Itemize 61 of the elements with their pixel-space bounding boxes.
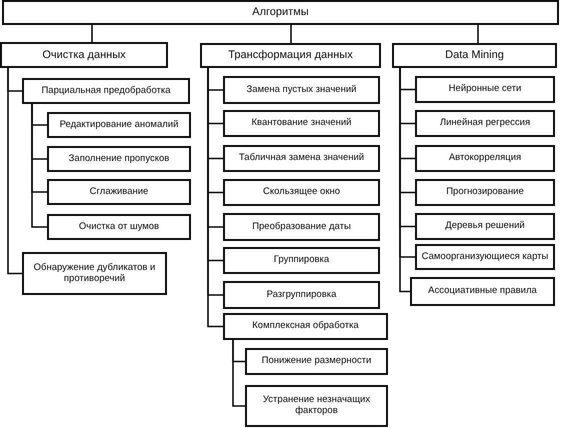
node-label: Группировка [274, 255, 330, 266]
process-box [223, 179, 380, 206]
process-box [223, 313, 388, 340]
node-label: Трансформация данных [228, 49, 353, 62]
process-box [22, 78, 190, 104]
process-box [415, 179, 555, 206]
node-label: Комплексная обработка [252, 321, 359, 332]
process-box [0, 42, 168, 68]
node-label: Понижение размерности [262, 356, 372, 367]
process-box [415, 213, 555, 240]
connector-line [7, 68, 22, 274]
node-label: Data Mining [445, 49, 504, 62]
process-box [47, 214, 191, 240]
node-label: Квантование значений [251, 118, 352, 129]
node-label: Алгоритмы [252, 6, 309, 19]
node-label: Парциальная предобработка [41, 86, 171, 96]
node-label: Самоорганизующиеся карты [422, 252, 548, 262]
node-label: Заполнение пропусков [68, 154, 170, 164]
connector-line [91, 25, 93, 42]
node-label: Очистка данных [42, 48, 126, 62]
connector-line [477, 25, 479, 43]
process-box [223, 76, 380, 104]
process-box [223, 247, 380, 274]
process-box [47, 146, 191, 172]
process-box [245, 385, 388, 427]
process-box [2, 0, 559, 25]
node-label: Деревья решений [445, 221, 525, 232]
node-label: Скользящее окно [262, 187, 340, 198]
node-label: Табличная замена значений [238, 153, 364, 164]
process-box [47, 112, 191, 138]
node-label: Редактирование аномалий [60, 120, 178, 130]
node-label: Линейная регрессия [440, 118, 530, 129]
process-box [245, 348, 388, 375]
process-box [410, 277, 555, 306]
node-label: Прогнозирование [446, 187, 524, 198]
connector-line [399, 68, 410, 292]
process-box [415, 76, 555, 103]
node-label: Ассоциативные правила [428, 286, 537, 297]
process-box [22, 252, 167, 295]
connector-line [232, 340, 245, 407]
process-box [223, 110, 380, 137]
node-label: Устранение незначащих факторов [262, 395, 372, 417]
process-box [223, 281, 380, 309]
node-label: Замена пустых значений [246, 84, 356, 96]
process-box [415, 244, 555, 270]
process-box [223, 213, 380, 241]
process-box [415, 145, 555, 172]
process-box [223, 145, 380, 172]
process-box [200, 43, 381, 68]
node-label: Автокорреляция [448, 153, 522, 164]
node-label: Обнаружение дубликатов и противоречий [32, 262, 156, 284]
node-label: Преобразование даты [252, 222, 351, 232]
process-box [47, 179, 191, 205]
node-label: Очистка от шумов [78, 222, 160, 232]
node-label: Нейронные сети [448, 84, 522, 95]
node-label: Сглаживание [90, 186, 148, 198]
process-box [415, 110, 555, 137]
connector-line [31, 104, 47, 228]
node-label: Разгруппировка [266, 290, 336, 300]
connector-line [290, 25, 292, 43]
process-box [392, 43, 557, 68]
